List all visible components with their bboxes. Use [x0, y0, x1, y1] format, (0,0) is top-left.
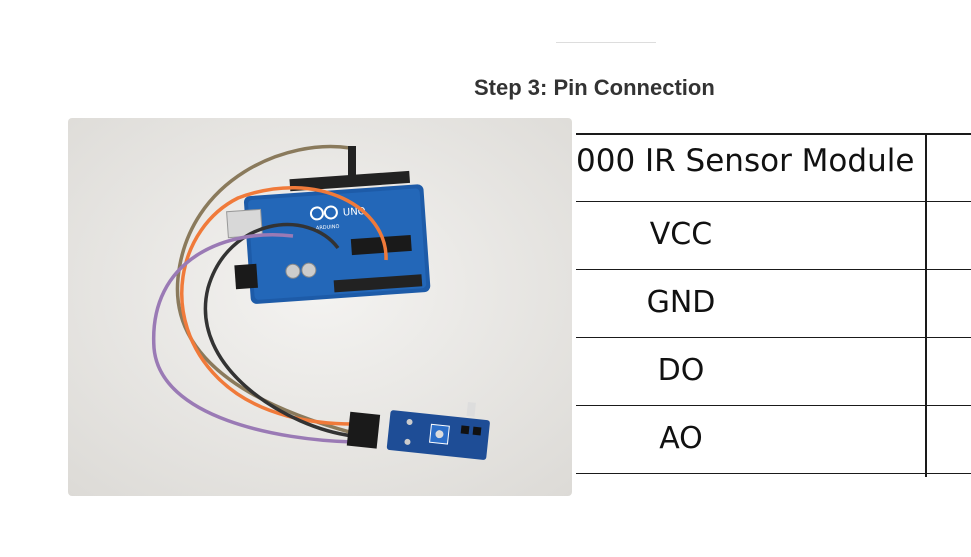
brand-label-text: ARDUINO [316, 224, 340, 232]
table-column-divider [925, 133, 927, 477]
ir-sensor-module [346, 401, 490, 460]
table-row [576, 337, 971, 406]
pin-connection-table: 000 IR Sensor Module VCC GND DO AO [576, 133, 971, 477]
wire-black [203, 222, 354, 438]
table-cell-do: DO [657, 353, 705, 388]
table-row [576, 269, 971, 338]
wire-brown [175, 144, 354, 435]
step-title: Step 3: Pin Connection [474, 75, 715, 100]
table-row [576, 201, 971, 270]
table-cell-ao: AO [659, 421, 703, 456]
table-row [576, 405, 971, 474]
arduino-wiring-photo: UNO ARDUINO [68, 118, 572, 496]
table-cell-vcc: VCC [649, 217, 713, 252]
wire-purple [152, 233, 354, 444]
table-row [576, 133, 971, 202]
previous-step-heading-cut [0, 0, 971, 10]
table-header-ir-sensor-module: 000 IR Sensor Module [576, 143, 915, 179]
section-divider [556, 42, 656, 43]
table-cell-gnd: GND [646, 285, 716, 320]
table-top-rule [576, 133, 971, 135]
